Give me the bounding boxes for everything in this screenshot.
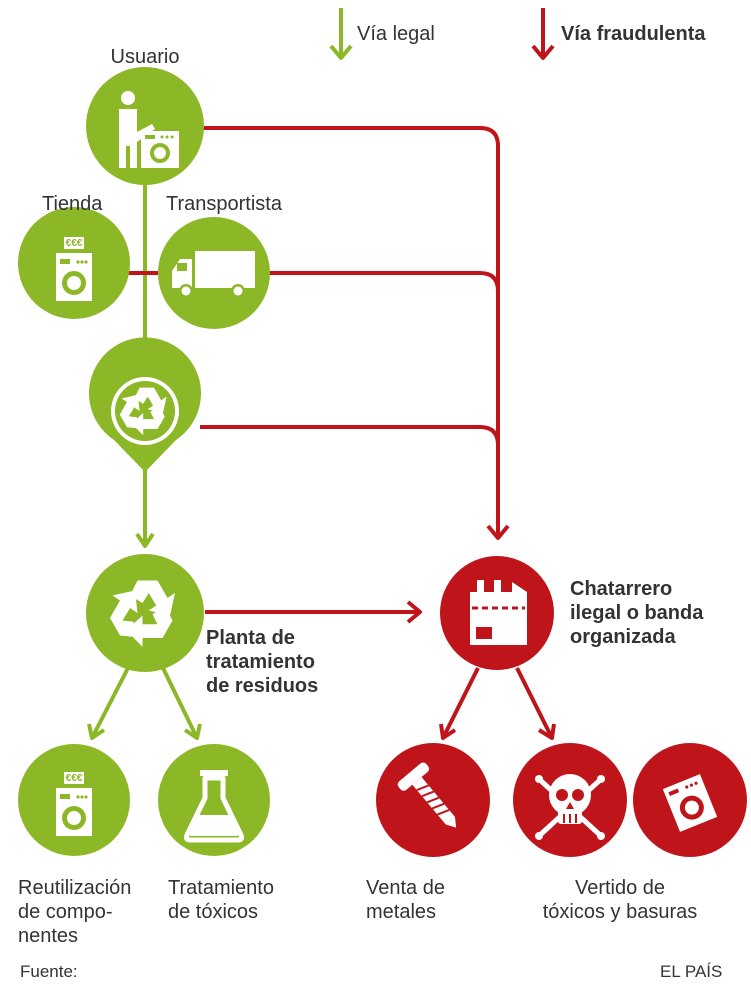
dumping-label-line-2: tóxicos y basuras [542,901,698,923]
skull-crossbones-icon [535,774,605,840]
truck-icon [172,251,255,298]
scrap-label-line-1: Chatarrero [570,578,673,600]
screw-icon [397,762,457,828]
person-discarding-washing-machine-icon [119,91,179,168]
plant-label: Planta de tratamiento de residuos [206,626,318,698]
fraud-flow-lines [128,126,556,740]
reuse-label-line-2: de compo- [18,901,113,923]
collection-node [89,337,201,472]
user-node [86,67,204,185]
user-label: Usuario [110,46,180,68]
dumping-label-line-1: Vertido de [574,877,666,899]
metals-node [376,743,490,857]
price-tag: €€€ [66,238,83,249]
metals-label-line-1: Venta de [366,877,445,899]
factory-icon [470,580,527,645]
plant-label-line-1: Planta de [206,627,295,649]
plant-label-line-3: de residuos [206,675,319,697]
source-label: Fuente: [20,962,78,981]
scrap-node [440,556,554,670]
dumping-node-2 [633,743,747,857]
carrier-node [158,217,270,329]
legend-fraud-label: Vía fraudulenta [561,23,706,45]
legend-legal-arrow [329,8,353,60]
legend-legal-label: Vía legal [357,23,435,45]
dumping-node [513,743,627,857]
washing-machine-euro-icon: €€€ [56,772,92,836]
toxic-treatment-label-line-2: de tóxicos [168,901,259,923]
toxic-treatment-label-line-1: Tratamiento [168,877,274,899]
metals-label-line-2: metales [366,901,437,923]
plant-label-line-2: tratamiento [206,651,315,673]
scrap-label-line-3: organizada [570,626,676,648]
toxic-treatment-node [158,744,270,856]
scrap-label: Chatarrero ilegal o banda organizada [570,577,703,649]
carrier-label: Transportista [166,193,282,215]
reuse-label-line-3: nentes [18,925,79,947]
shop-node: €€€ [18,207,130,319]
dumping-label: Vertido de tóxicos y basuras [520,876,720,924]
metals-label: Venta de metales [366,876,445,924]
scrap-label-line-2: ilegal o banda [570,602,704,624]
recycle-location-pin-icon [111,377,179,445]
reuse-node: €€€ [18,744,130,856]
washing-machine-euro-icon: €€€ [56,237,92,301]
price-tag: €€€ [66,773,83,784]
flask-icon [183,770,245,843]
toxic-treatment-label: Tratamiento de tóxicos [168,876,274,924]
reuse-label: Reutilización de compo- nentes [18,876,131,948]
brand-label: EL PAÍS [660,962,723,981]
reuse-label-line-1: Reutilización [18,877,132,899]
legend-fraud-arrow [531,8,555,60]
plant-node [86,554,204,672]
shop-label: Tienda [42,193,103,215]
dumped-washing-machine-icon [662,774,718,832]
